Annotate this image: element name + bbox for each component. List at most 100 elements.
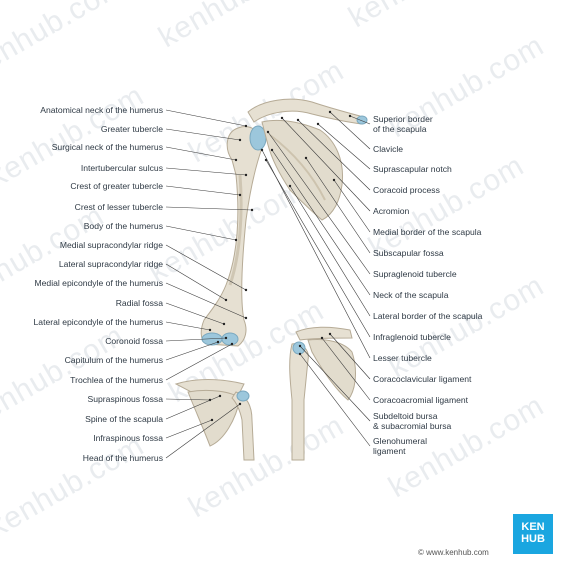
label-left: Head of the humerus [82,453,163,463]
leader-line [165,225,237,241]
label-left: Surgical neck of the humerus [51,142,163,152]
humerus-main [200,125,267,347]
leader-dot [348,114,352,118]
label-right: Subdeltoid bursa& subacromial bursa [373,411,452,431]
kenhub-logo: KEN HUB [513,514,553,554]
leader-line [165,206,253,211]
leader-line [321,337,371,401]
label-left: Spine of the scapula [85,414,163,424]
leader-dot [250,208,254,212]
label-left: Infraspinous fossa [93,433,163,443]
leader-dot [216,340,220,344]
clavicle [247,98,368,125]
leader-dot [230,342,234,346]
leader-dot [224,298,228,302]
leader-line [165,263,227,301]
label-left: Capitulum of the humerus [64,355,163,365]
small-scapula-posterior [174,379,255,461]
label-left: Lateral epicondyle of the humerus [33,317,163,327]
leader-dot [328,110,332,114]
leader-dot [208,328,212,332]
leader-line [165,398,211,401]
label-right: Subscapular fossa [373,248,444,258]
label-right: Clavicle [373,144,404,154]
label-left: Trochlea of the humerus [70,375,163,385]
leader-dot [238,402,242,406]
label-left: Body of the humerus [83,221,163,231]
label-left: Anatomical neck of the humerus [40,105,163,115]
label-left: Radial fossa [115,298,163,308]
leader-line [265,159,371,338]
label-right: Coracoacromial ligament [373,395,469,405]
label-left: Intertubercular sulcus [80,163,163,173]
leader-line [165,337,227,342]
label-left: Crest of greater tubercle [70,181,163,191]
leader-line [267,131,371,275]
logo-line-2: HUB [521,533,545,545]
leader-line [299,353,371,447]
leader-dot [266,130,270,134]
label-right: Coracoid process [373,185,440,195]
logo-line-1: KEN [521,521,545,533]
leader-dot [234,158,238,162]
leader-line [329,333,371,380]
leader-line [165,321,211,331]
leader-dot [238,138,242,142]
leader-line [299,345,371,422]
leader-dot [234,238,238,242]
label-right: Supraglenoid tubercle [373,269,457,279]
label-right: Neck of the scapula [373,290,449,300]
label-right: Lateral border of the scapula [373,311,483,321]
leader-dot [304,156,308,160]
leader-line [349,115,371,125]
leader-line [281,117,371,212]
label-right: Lesser tubercle [373,353,432,363]
leader-line [297,119,371,191]
leader-line [165,395,221,420]
leader-dot [244,316,248,320]
leader-dot [244,173,248,177]
leader-dot [288,184,292,188]
leader-line [165,167,247,176]
leader-dot [260,148,264,152]
leader-dot [298,344,302,348]
leader-line [165,343,233,381]
leader-dot [244,124,248,128]
leader-line [329,111,371,150]
label-right: Medial border of the scapula [373,227,482,237]
label-left: Greater tubercle [100,124,163,134]
leader-line [165,403,241,459]
leader-line [165,419,213,439]
leader-dot [222,322,226,326]
label-right: Acromion [373,206,410,216]
leader-line [333,179,371,233]
label-right: Infraglenoid tubercle [373,332,451,342]
leader-dot [298,352,302,356]
leader-dot [320,336,324,340]
label-left: Medial epicondyle of the humerus [34,278,163,288]
leader-dot [238,193,242,197]
leader-line [165,146,237,161]
leader-line [165,302,225,325]
leader-dot [316,122,320,126]
leader-line [165,282,247,319]
leader-dot [244,288,248,292]
leader-line [165,341,219,361]
leader-line [165,109,247,127]
leader-line [305,157,371,254]
leader-line [165,128,241,141]
label-left: Medial supracondylar ridge [59,240,163,250]
leader-line [165,185,241,196]
label-left: Supraspinous fossa [87,394,163,404]
leader-dot [328,332,332,336]
label-left: Lateral supracondylar ridge [58,259,163,269]
leader-line [271,149,371,296]
leader-lines [165,109,371,459]
leader-dot [218,394,222,398]
small-shoulder-anterior [289,326,356,461]
leader-dot [280,116,284,120]
